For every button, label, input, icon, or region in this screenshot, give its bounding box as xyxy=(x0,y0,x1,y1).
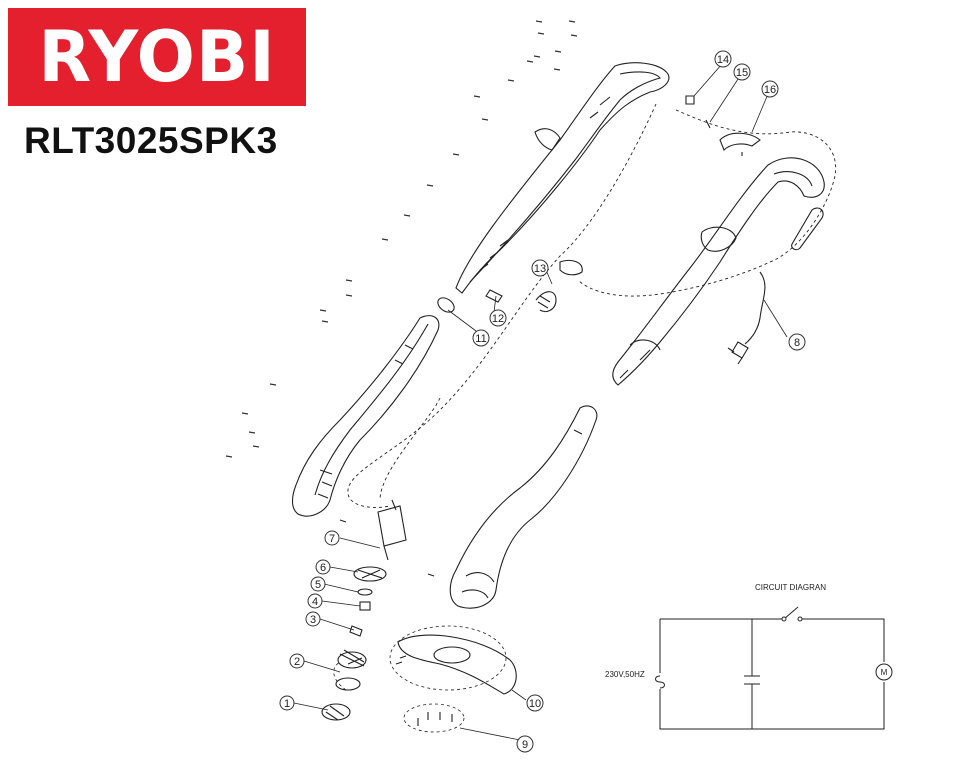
callout-3: 3 xyxy=(305,611,321,627)
leader-lines xyxy=(293,63,788,741)
svg-text:4: 4 xyxy=(312,596,318,608)
svg-text:9: 9 xyxy=(522,739,528,751)
callout-2: 2 xyxy=(289,653,305,669)
callout-6: 6 xyxy=(315,559,331,575)
fan-and-bushes xyxy=(349,566,387,637)
model-number: RLT3025SPK3 xyxy=(24,120,278,161)
motor-symbol xyxy=(875,663,893,681)
callout-12: 12 xyxy=(489,309,507,327)
power-cord xyxy=(727,271,766,365)
svg-text:7: 7 xyxy=(329,533,335,545)
ryobi-logo: RYOBI xyxy=(8,8,306,106)
callout-15: 15 xyxy=(733,63,751,81)
svg-text:15: 15 xyxy=(736,67,748,79)
callout-8: 8 xyxy=(788,333,806,351)
cord-strain-relief xyxy=(791,207,824,251)
lower-handle-left xyxy=(291,315,440,517)
cable-path xyxy=(347,103,836,508)
logo-text: RYOBI xyxy=(38,16,276,98)
switch-lever xyxy=(719,132,761,151)
callout-10: 10 xyxy=(526,694,544,712)
svg-text:1: 1 xyxy=(284,698,290,710)
svg-text:3: 3 xyxy=(310,614,316,626)
svg-text:M: M xyxy=(881,668,888,677)
switch-symbol xyxy=(783,606,799,620)
callout-13: 13 xyxy=(531,259,549,277)
callout-7: 7 xyxy=(324,530,340,546)
callout-9: 9 xyxy=(516,735,534,753)
ac-source-symbol xyxy=(655,675,665,689)
supply-label: 230V,50HZ xyxy=(605,670,645,679)
spool-and-cover xyxy=(321,649,367,721)
callout-16: 16 xyxy=(761,80,779,98)
svg-text:2: 2 xyxy=(294,656,300,668)
screws-group xyxy=(225,20,578,458)
capacitor-symbol xyxy=(744,619,760,729)
callouts: 1 2 3 4 5 6 7 8 9 10 11 12 13 14 15 16 xyxy=(279,50,806,753)
callout-11: 11 xyxy=(472,329,490,347)
guard xyxy=(333,625,517,733)
svg-text:6: 6 xyxy=(320,562,326,574)
motor xyxy=(339,499,435,577)
circuit-diagram: CIRCUIT DIAGRAN M 230V,50HZ xyxy=(605,583,893,730)
svg-text:16: 16 xyxy=(764,84,776,96)
svg-text:8: 8 xyxy=(794,337,800,349)
callout-5: 5 xyxy=(310,576,326,592)
callout-4: 4 xyxy=(307,593,323,609)
svg-text:12: 12 xyxy=(492,313,504,325)
lower-housing-right xyxy=(449,405,598,609)
upper-handle-right xyxy=(612,95,825,386)
small-parts-center xyxy=(437,259,583,313)
callout-1: 1 xyxy=(279,695,295,711)
svg-text:14: 14 xyxy=(717,54,729,66)
svg-text:13: 13 xyxy=(534,263,546,275)
upper-handle-left xyxy=(455,62,670,294)
svg-text:10: 10 xyxy=(529,698,541,710)
svg-text:5: 5 xyxy=(315,579,321,591)
svg-text:11: 11 xyxy=(475,333,486,345)
circuit-title: CIRCUIT DIAGRAN xyxy=(755,583,826,592)
callout-14: 14 xyxy=(714,50,732,68)
